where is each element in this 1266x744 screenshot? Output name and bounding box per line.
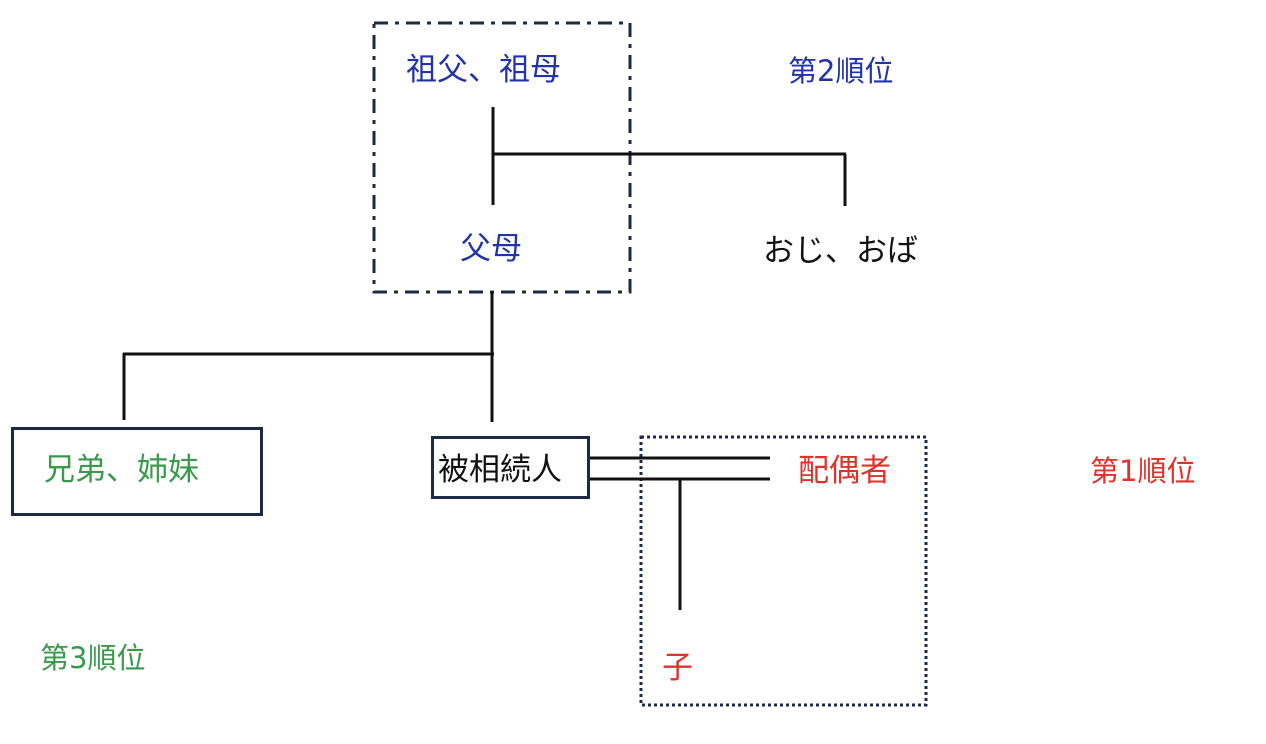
rank2-group-border	[372, 21, 632, 294]
spouse-label: 配偶者	[798, 453, 891, 489]
rank1-label: 第1順位	[1090, 454, 1196, 488]
child-label: 子	[662, 650, 693, 686]
parents-label: 父母	[460, 231, 522, 267]
deceased-box	[431, 436, 590, 499]
siblings-box	[11, 427, 263, 516]
grandparents-label: 祖父、祖母	[406, 52, 561, 88]
rank3-label: 第3順位	[40, 641, 146, 675]
uncles-aunts-label: おじ、おば	[763, 233, 918, 269]
rank1-group-border	[639, 435, 928, 707]
deceased-label: 被相続人	[438, 452, 562, 488]
siblings-label: 兄弟、姉妹	[44, 452, 199, 488]
rank2-label: 第2順位	[788, 54, 894, 88]
